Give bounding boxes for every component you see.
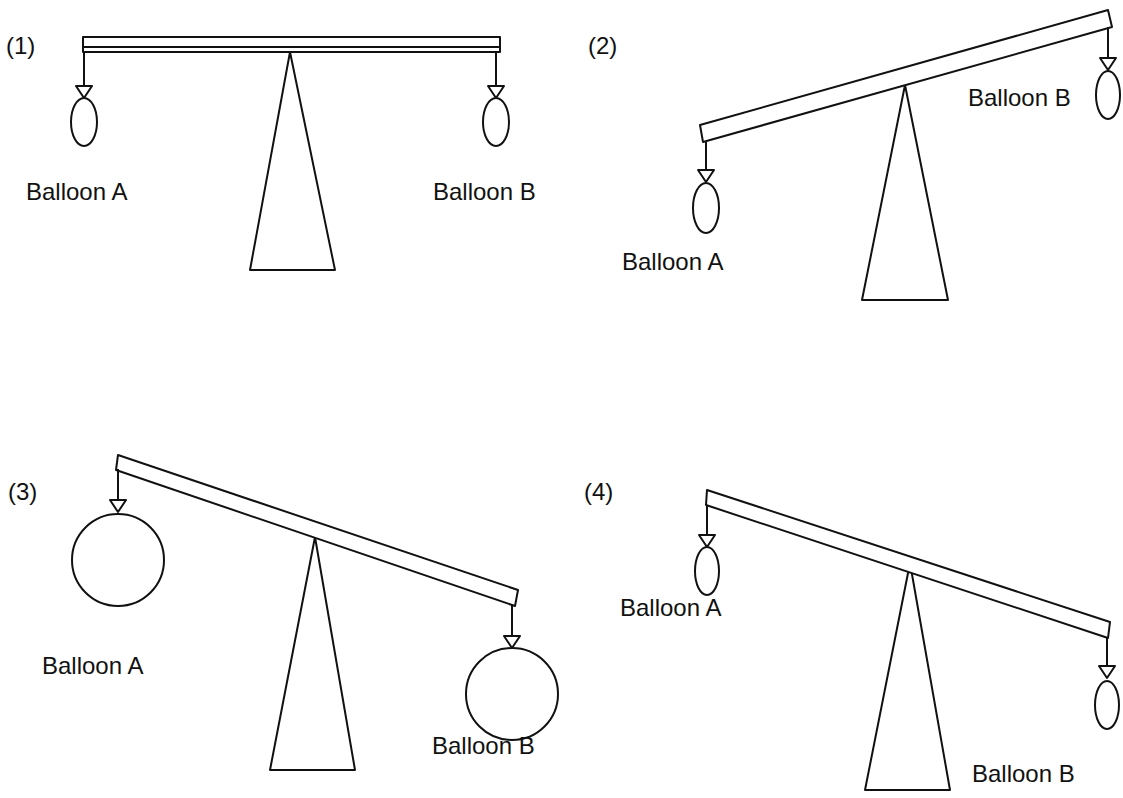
balloon-label: Balloon B [433,178,536,206]
panel-number: (1) [6,32,35,60]
balance-2 [693,10,1120,300]
panel-number: (3) [8,478,37,506]
balloon-label: Balloon A [26,178,127,206]
balance-1 [71,37,509,270]
balloon-label: Balloon B [432,732,535,760]
balance-3 [72,455,558,770]
balloon-label: Balloon A [620,594,721,622]
panel-number: (4) [584,478,613,506]
balloon-label: Balloon A [42,652,143,680]
balloon-label: Balloon B [972,760,1075,788]
balloon-label: Balloon B [968,84,1071,112]
panel-number: (2) [588,32,617,60]
balance-4 [695,490,1119,790]
balloon-label: Balloon A [622,248,723,276]
